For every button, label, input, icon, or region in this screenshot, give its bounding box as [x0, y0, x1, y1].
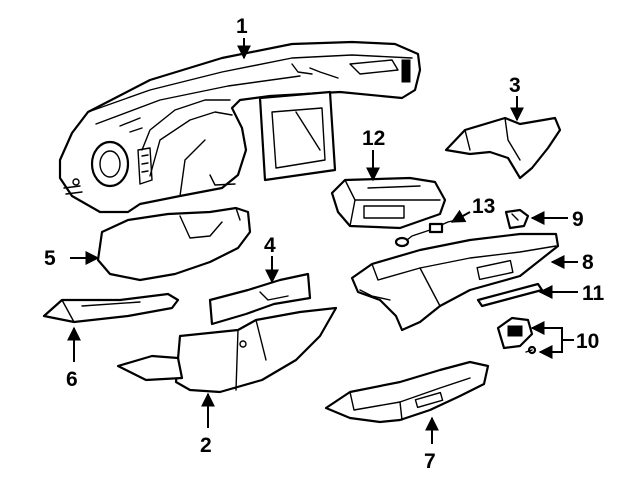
latch-assembly — [496, 316, 537, 355]
leader-lines — [67, 38, 578, 444]
reinforcement-6 — [42, 292, 180, 324]
callout-8: 8 — [582, 251, 594, 274]
hinge-strip — [476, 282, 544, 308]
callout-4: 4 — [264, 234, 276, 257]
lower-trim-2 — [116, 306, 338, 394]
callout-2: 2 — [200, 434, 212, 457]
panel-4 — [208, 272, 312, 326]
leader-13 — [450, 209, 471, 223]
air-bag-module — [330, 176, 447, 230]
callout-13: 13 — [472, 195, 495, 218]
callout-1: 1 — [236, 15, 248, 38]
callout-3: 3 — [509, 74, 521, 97]
glove-box — [350, 232, 560, 332]
leader-10 — [530, 321, 574, 341]
callout-11: 11 — [582, 282, 605, 305]
trim-panel-3 — [444, 116, 562, 180]
callout-labels: 1 2 3 4 5 6 7 8 9 10 11 12 13 — [44, 15, 605, 473]
bracket-7 — [324, 360, 490, 424]
clip-9 — [504, 208, 530, 230]
wire-harness — [394, 219, 457, 248]
callout-9: 9 — [572, 208, 584, 231]
callout-7: 7 — [424, 450, 436, 473]
callout-12: 12 — [362, 127, 385, 150]
lower-cover-5 — [96, 206, 252, 282]
callout-5: 5 — [44, 247, 56, 270]
callout-6: 6 — [66, 368, 78, 391]
callout-10: 10 — [576, 330, 599, 353]
instrument-panel — [58, 40, 422, 214]
